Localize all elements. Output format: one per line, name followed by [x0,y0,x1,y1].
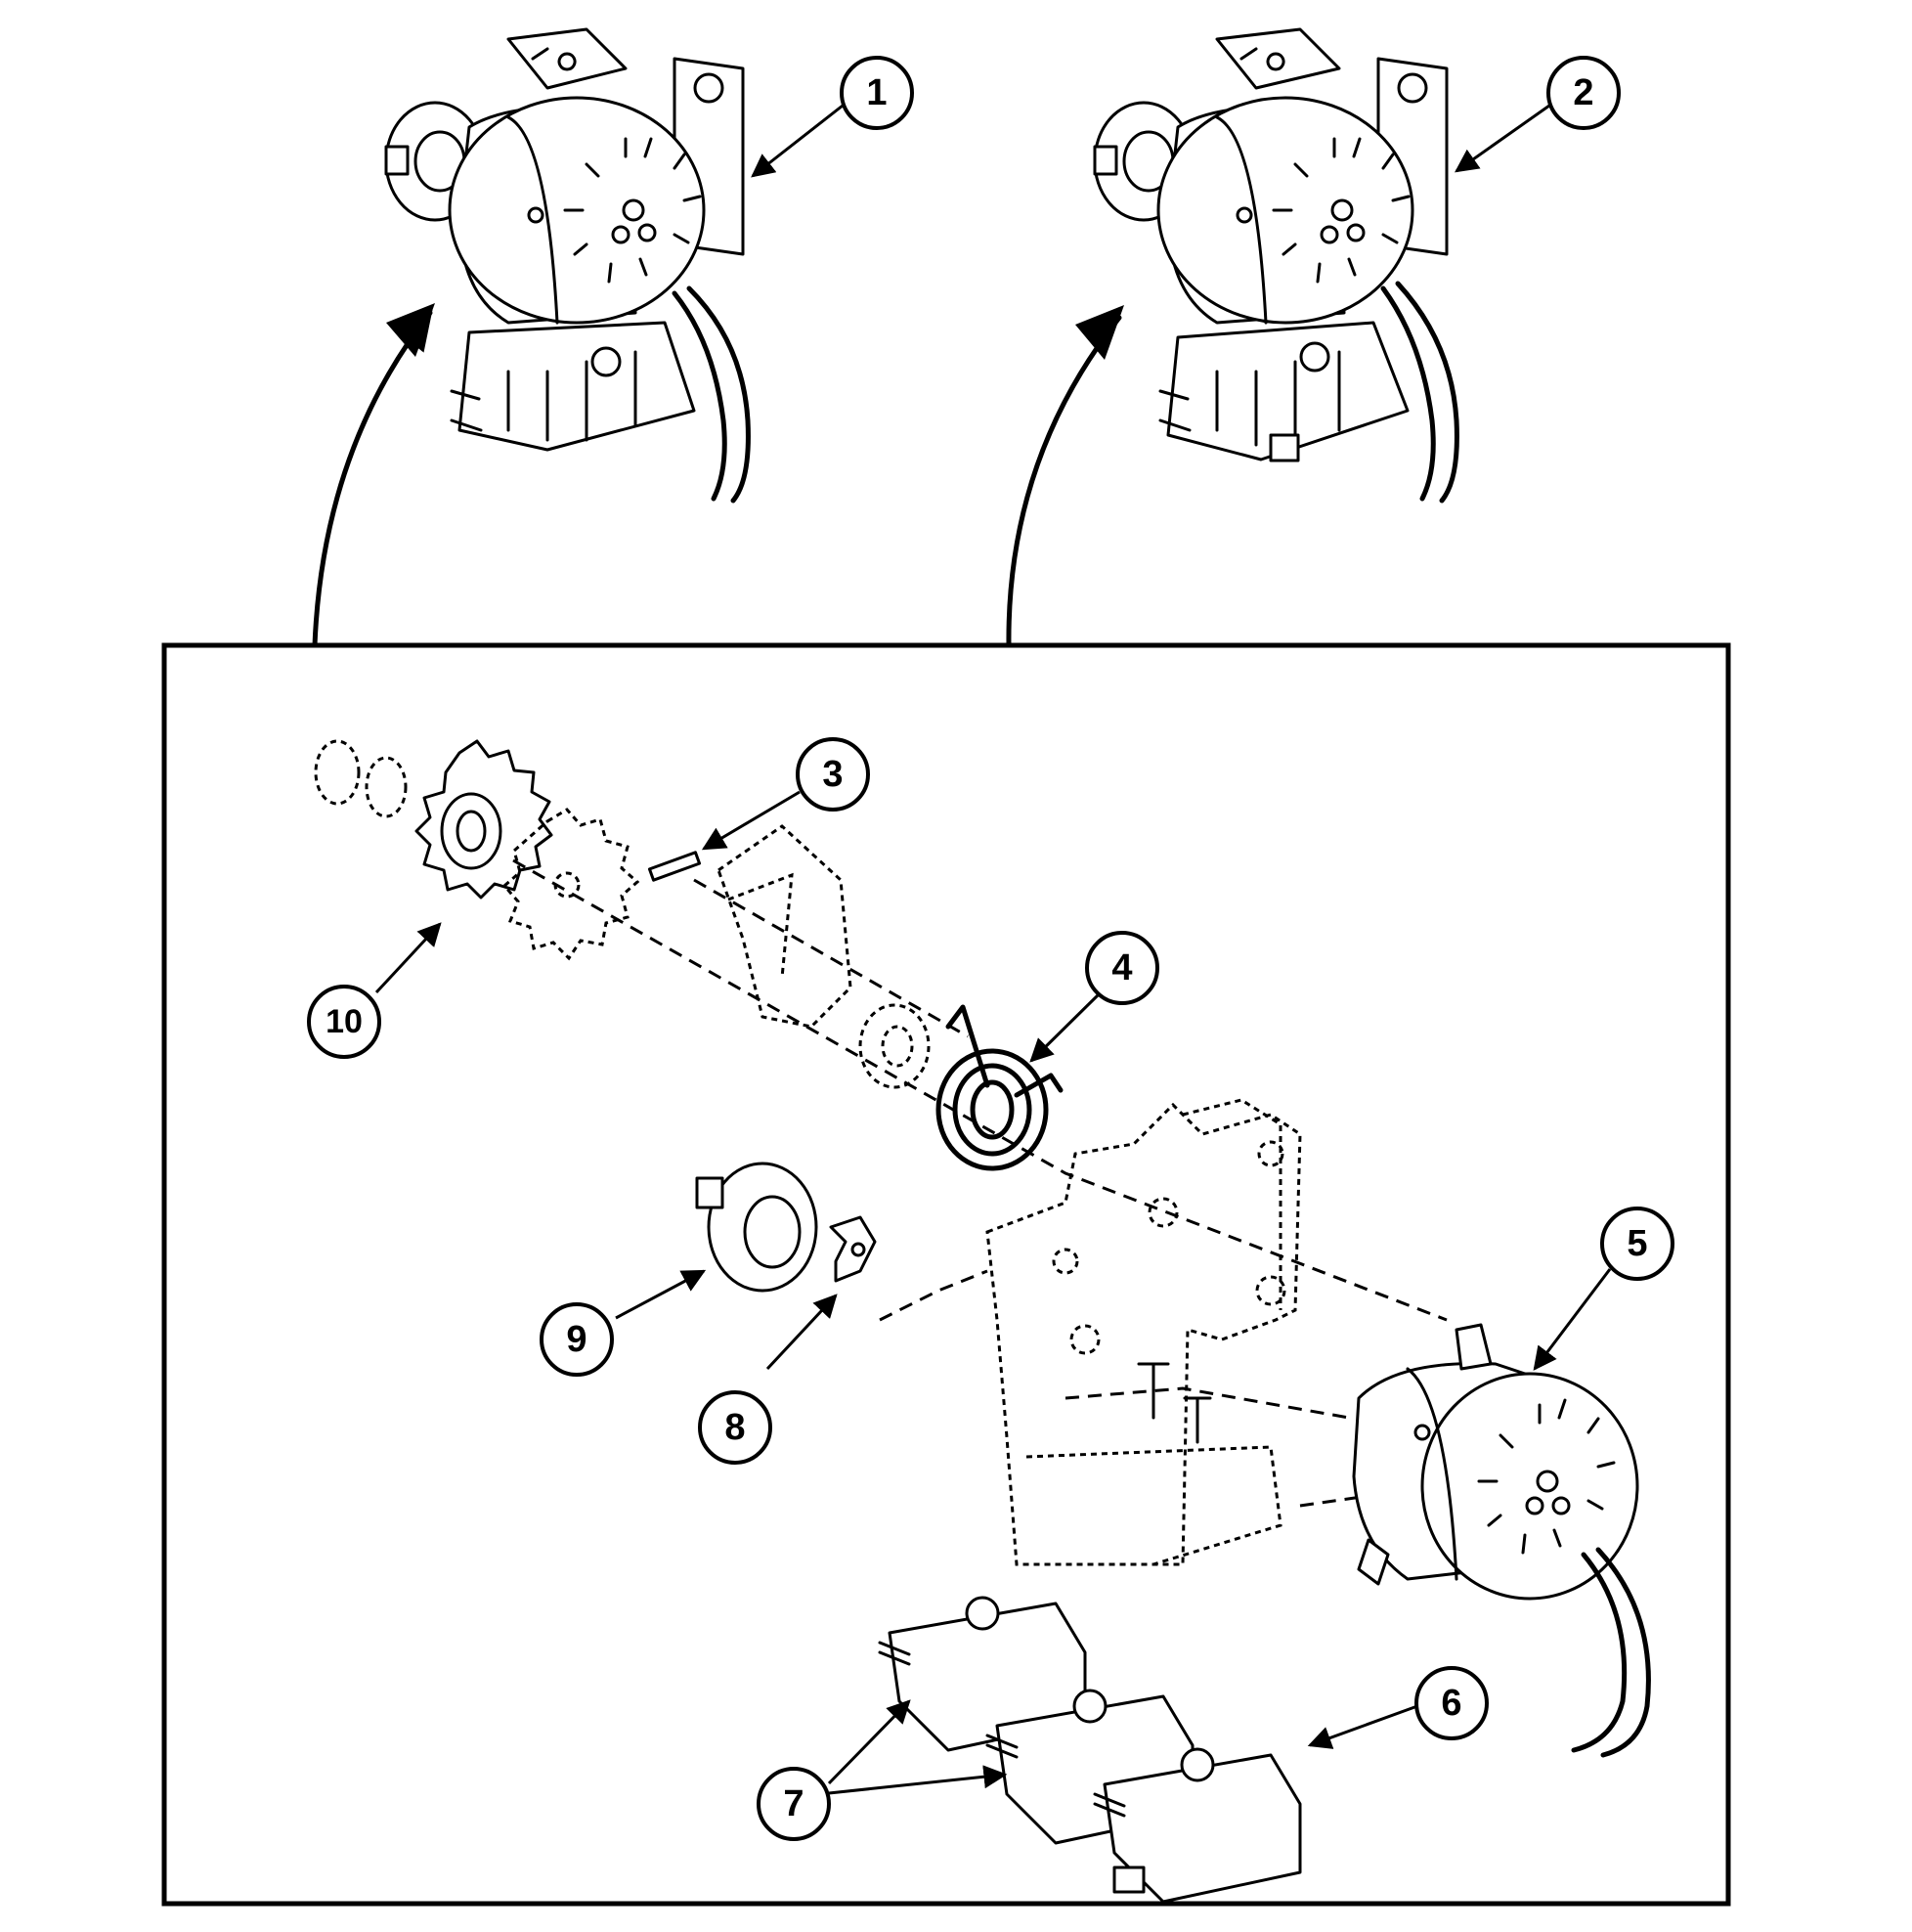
callout-6: 6 [1414,1666,1489,1740]
exploded-view-frame [161,642,1731,1907]
callout-label: 2 [1573,72,1593,113]
callout-label: 7 [783,1783,804,1824]
callout-4: 4 [1085,931,1159,1005]
callout-2: 2 [1546,56,1621,130]
callout-1: 1 [840,56,914,130]
callout-5: 5 [1600,1207,1674,1281]
timer-assembly-1 [384,27,751,504]
callout-label: 4 [1111,947,1132,988]
callout-label: 1 [866,72,887,113]
callout-label: 10 [326,1003,363,1040]
callout-label: 9 [566,1319,587,1360]
assembly-arrows [312,303,1124,648]
callout-label: 6 [1441,1683,1461,1724]
callout-label: 3 [822,754,843,795]
callout-label: 5 [1627,1223,1647,1264]
exploded-view [314,739,1651,1904]
leader-lines [374,104,1612,1795]
callout-label: 8 [724,1407,745,1448]
timer-assembly-2 [1093,27,1459,504]
callout-9: 9 [540,1302,614,1377]
callout-8: 8 [698,1390,772,1465]
callout-7: 7 [757,1767,831,1841]
callout-10: 10 [307,985,381,1059]
callout-3: 3 [796,737,870,812]
